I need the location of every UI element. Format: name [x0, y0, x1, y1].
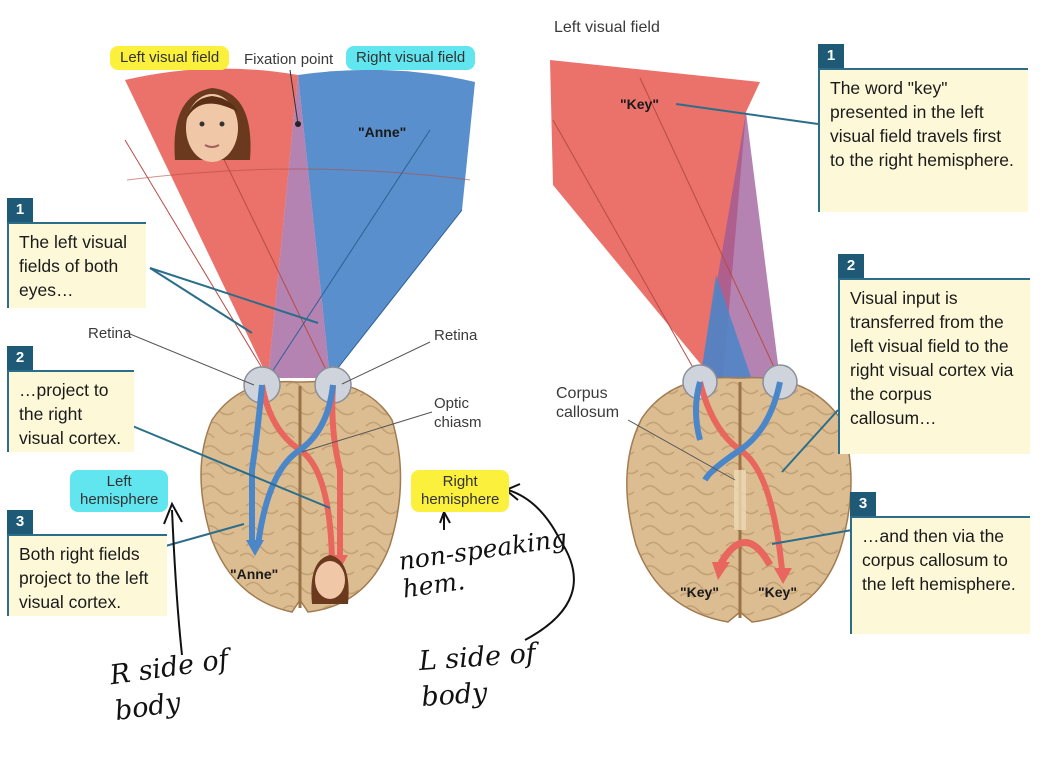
step-3-badge: 3: [7, 510, 33, 534]
step-2-box: …project to the right visual cortex.: [7, 370, 134, 452]
right-hemisphere-highlight: Right hemisphere: [411, 470, 510, 512]
optic-chiasm-label: Optic chiasm: [434, 395, 482, 431]
step-1-badge: 1: [7, 198, 33, 222]
right-step-3-badge: 3: [850, 492, 876, 516]
right-visual-field-highlight: Right visual field: [346, 46, 476, 70]
anne-brain-quote: "Anne": [230, 566, 279, 582]
right-panel-title: Left visual field: [554, 19, 660, 36]
right-step-1-box: The word "key" presented in the left vis…: [818, 68, 1028, 212]
left-visual-field-wedge: [125, 68, 298, 379]
right-step-3-box: …and then via the corpus callosum to the…: [850, 516, 1030, 634]
anne-face-small: [311, 555, 349, 604]
corpus-callosum-label: Corpus callosum: [556, 385, 620, 421]
left-hemisphere-highlight: Left hemisphere: [70, 470, 169, 512]
key-field-quote: "Key": [620, 96, 659, 112]
key-right-quote: "Key": [758, 584, 797, 600]
left-visual-field-highlight: Left visual field: [110, 46, 230, 70]
key-visual-field-wedge: [550, 60, 760, 390]
handwritten-l-side: L side of body: [417, 637, 537, 714]
anne-face-portrait: [174, 88, 251, 162]
right-step-2-box: Visual input is transferred from the lef…: [838, 278, 1030, 454]
left-brain: [200, 380, 402, 613]
anne-field-quote: "Anne": [358, 124, 407, 140]
key-left-quote: "Key": [680, 584, 719, 600]
right-step-1-badge: 1: [818, 44, 844, 68]
fixation-point-label: Fixation point: [244, 51, 334, 68]
step-2-badge: 2: [7, 346, 33, 370]
retina-left-label: Retina: [88, 325, 132, 342]
step-1-box: The left visual fields of both eyes…: [7, 222, 146, 308]
right-brain: [626, 376, 852, 623]
right-visual-field-wedge: [298, 69, 475, 378]
right-step-2-badge: 2: [838, 254, 864, 278]
step-3-box: Both right fields project to the left vi…: [7, 534, 167, 616]
retina-right-label: Retina: [434, 327, 478, 344]
overlap-wedge: [268, 75, 330, 378]
